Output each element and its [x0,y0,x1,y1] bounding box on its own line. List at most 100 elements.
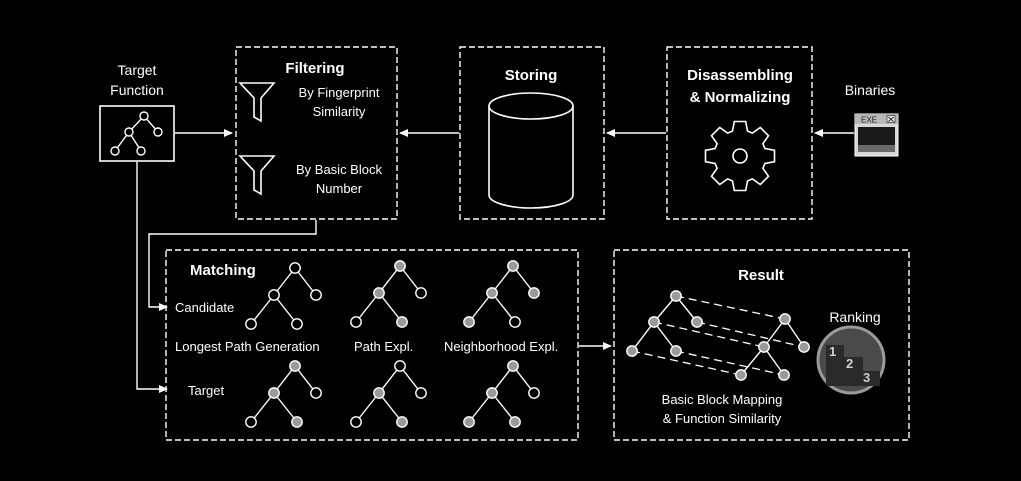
filtering-box [235,46,398,220]
tree-node [463,416,475,428]
rank-3-digit: 3 [863,370,870,385]
candidate-path-expl-tree [350,260,427,328]
result-candidate-tree [626,290,703,357]
rank-1-digit: 1 [829,344,836,359]
tree-node [528,287,540,299]
target-function-label-line1: Target [118,62,157,78]
target-label: Target [188,383,225,398]
tree-node [778,369,790,381]
tree-node [268,387,280,399]
tree-node [396,416,408,428]
target-longest-path-tree [245,360,322,428]
database-icon [488,92,574,209]
target-function-block: Target Function [99,62,175,162]
result-title: Result [738,267,784,284]
target-neighborhood-expl-tree [463,360,540,428]
ranking-icon: Ranking 1 2 3 [816,309,886,395]
tree-node [350,416,362,428]
arrow-target-to-matching [136,162,168,393]
target-path-expl-tree [350,360,427,428]
exe-label: EXE [861,116,877,125]
tree-node [670,345,682,357]
filter-fingerprint-line1: By Fingerprint [299,85,380,100]
tree-node [509,316,521,328]
storing-title: Storing [505,67,558,84]
target-function-label-line2: Function [110,82,164,98]
tree-node [507,360,519,372]
ranking-label: Ranking [829,309,880,325]
tree-node [415,287,427,299]
tree-node [486,287,498,299]
disassembling-block: Disassembling & Normalizing [666,46,813,220]
matching-connectors [136,162,612,393]
tree-node [291,318,303,330]
result-caption-line1: Basic Block Mapping [662,392,783,407]
tree-node [394,260,406,272]
filter-basic-block-line2: Number [316,181,363,196]
tree-node [373,287,385,299]
tree-node [394,360,406,372]
tree-node [735,369,747,381]
mapping-dashed-lines [631,295,805,376]
tree-node [268,289,280,301]
tree-node [373,387,385,399]
binaries-label: Binaries [845,82,896,98]
longest-path-label: Longest Path Generation [175,339,320,354]
matching-trees [245,260,540,428]
tree-node [310,289,322,301]
funnel-icon [238,82,276,123]
arrow-filtering-to-candidate [148,220,317,311]
tree-node [289,262,301,274]
tree-node [396,316,408,328]
candidate-label: Candidate [175,300,234,315]
tree-node [350,316,362,328]
tree-node [289,360,301,372]
tree-node [415,387,427,399]
exe-file-icon: EXE [854,113,899,157]
tree-node [779,313,791,325]
filter-basic-block-line1: By Basic Block [296,162,382,177]
target-function-tree-icon [110,111,163,156]
target-function-box [99,105,175,162]
neighborhood-expl-label: Neighborhood Expl. [444,339,558,354]
matching-box [165,249,579,441]
gear-icon [704,120,776,192]
tree-node [528,387,540,399]
storing-block: Storing [459,46,605,220]
storing-box [459,46,605,220]
tree-node [798,341,810,353]
candidate-neighborhood-expl-tree [463,260,540,328]
tree-node [507,260,519,272]
disassembling-title-line1: Disassembling [687,67,793,84]
rank-2-digit: 2 [846,356,853,371]
result-block: Result Ranking 1 2 3 Basic Block Mapping… [613,249,910,441]
tree-node [626,345,638,357]
tree-node [245,318,257,330]
tree-node [486,387,498,399]
tree-node [463,316,475,328]
candidate-longest-path-tree [245,262,322,330]
tree-node [245,416,257,428]
binaries-block: Binaries EXE [845,82,899,157]
tree-node [670,290,682,302]
filtering-title: Filtering [285,60,344,77]
result-trees [626,290,810,381]
matching-block: Matching Candidate Target Longest Path G… [165,249,579,441]
filter-fingerprint-line2: Similarity [313,104,366,119]
tree-node [648,316,660,328]
disassembling-box [666,46,813,220]
funnel-icon [238,155,276,196]
result-caption-line2: & Function Similarity [663,411,782,426]
path-expl-label: Path Expl. [354,339,413,354]
tree-node [291,416,303,428]
filtering-block: Filtering By Fingerprint Similarity By B… [235,46,398,220]
tree-node [509,416,521,428]
tree-node [758,341,770,353]
matching-title: Matching [190,262,256,279]
tree-node [691,316,703,328]
tree-node [310,387,322,399]
disassembling-title-line2: & Normalizing [690,89,791,106]
result-target-tree [735,313,810,381]
result-box [613,249,910,441]
